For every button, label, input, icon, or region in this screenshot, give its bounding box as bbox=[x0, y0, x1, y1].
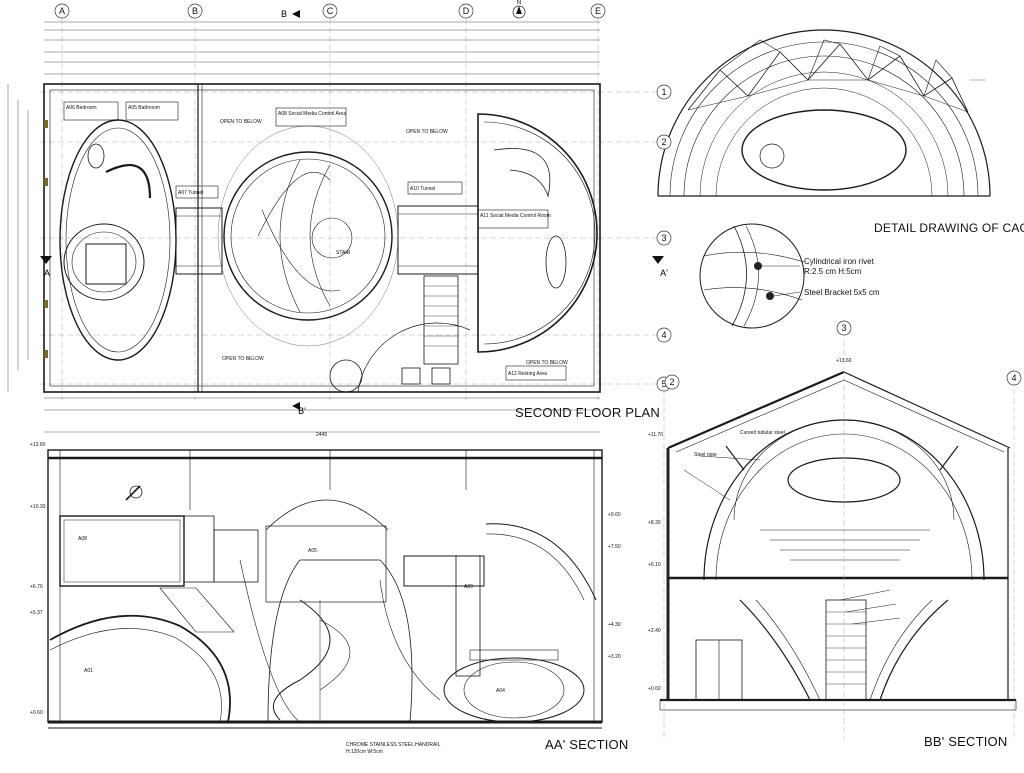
grid-letter-d: D bbox=[463, 6, 470, 16]
plan-room-labels: A06 Bedroom A05 Bathroom A08 Social Medi… bbox=[66, 105, 568, 438]
bb-level-1: +13.60 bbox=[836, 358, 852, 364]
north-label: N bbox=[517, 0, 521, 6]
grid-letter-c: C bbox=[327, 6, 334, 16]
room-label-control-room: A11 Social Media Control Room bbox=[480, 213, 551, 219]
room-label-social-media-area: A08 Social Media Control Area bbox=[278, 111, 346, 117]
cage-detail-title: DETAIL DRAWING OF CAGE bbox=[874, 221, 1024, 235]
grid-number-3: 3 bbox=[661, 233, 666, 243]
bb-section-title: BB' SECTION bbox=[924, 734, 1008, 749]
room-label-tunnel-left: A07 Tunnel bbox=[178, 190, 203, 196]
aa-space-a01: A01 bbox=[84, 668, 93, 674]
aa-space-a09: A09 bbox=[464, 584, 473, 590]
aa-level-5: +0.60 bbox=[30, 710, 43, 716]
aa-level-r3: +4.30 bbox=[608, 622, 621, 628]
grid-letter-a: A bbox=[59, 6, 65, 16]
open-to-below-4: OPEN TO BELOW bbox=[526, 360, 568, 366]
aa-space-a08: A08 bbox=[78, 536, 87, 542]
cage-detail-drawing bbox=[657, 29, 991, 329]
second-floor-plan bbox=[7, 5, 664, 433]
open-to-below-2: OPEN TO BELOW bbox=[406, 129, 448, 135]
aa-space-a04: A04 bbox=[496, 688, 505, 694]
bb-level-4: +5.10 bbox=[648, 562, 661, 568]
grid-letter-b: B bbox=[192, 6, 198, 16]
grid-number-4: 4 bbox=[661, 330, 666, 340]
cage-labels: Cylindrical iron rivet R:2.5 cm H:5cm St… bbox=[804, 257, 880, 297]
aa-level-2: +10.30 bbox=[30, 504, 46, 510]
aa-space-a05: A05 bbox=[308, 548, 317, 554]
open-to-below-1: OPEN TO BELOW bbox=[220, 119, 262, 125]
bb-note-steel-rope: Steel rope bbox=[694, 452, 717, 458]
plan-grid-letters: A B C D E bbox=[54, 3, 606, 19]
rivet-label-2: R:2.5 cm H:5cm bbox=[804, 267, 862, 276]
section-mark-b: B bbox=[281, 9, 287, 19]
open-to-below-3: OPEN TO BELOW bbox=[222, 356, 264, 362]
grid-number-1: 1 bbox=[661, 87, 666, 97]
aa-level-r1: +9.60 bbox=[608, 512, 621, 518]
aa-level-3: +6.70 bbox=[30, 584, 43, 590]
bb-level-2: +11.70 bbox=[648, 432, 663, 438]
section-mark-b-prime: B' bbox=[298, 406, 306, 416]
grid-number-5: 5 bbox=[661, 379, 666, 389]
bb-grid-2: 2 bbox=[669, 377, 674, 387]
bb-level-3: +8.30 bbox=[648, 520, 661, 526]
plan-grid-numbers: 1 2 3 4 5 bbox=[656, 84, 672, 392]
aa-level-r2: +7.50 bbox=[608, 544, 621, 550]
bb-labels: 2 3 4 +13.60 +11.70 +8.30 +5.10 +2.40 +0… bbox=[648, 320, 1022, 692]
bb-note-tubular-steel: Curved tubular steel bbox=[740, 430, 785, 436]
room-label-bathroom: A05 Bathroom bbox=[128, 105, 160, 111]
room-label-resting-area: A12 Resting Area bbox=[508, 371, 547, 377]
bottom-dimension: 2445 bbox=[316, 432, 327, 438]
bb-grid-3: 3 bbox=[841, 323, 846, 333]
bracket-label: Steel Bracket 5x5 cm bbox=[804, 288, 880, 297]
room-label-bedroom: A06 Bedroom bbox=[66, 105, 97, 111]
bb-grid-4: 4 bbox=[1011, 373, 1016, 383]
aa-section-title: AA' SECTION bbox=[545, 737, 629, 752]
aa-level-r4: +3.20 bbox=[608, 654, 621, 660]
handrail-label-1: CHROME STAINLESS STEEL HANDRAIL bbox=[346, 742, 441, 748]
aa-level-1: +13.60 bbox=[30, 442, 46, 448]
grid-letter-e: E bbox=[595, 6, 601, 16]
stair-label: STAIR bbox=[336, 250, 351, 256]
aa-section bbox=[47, 449, 603, 729]
room-label-tunnel-right: A10 Tunnel bbox=[410, 186, 435, 192]
aa-levels: +13.60 +10.30 +6.70 +5.37 +0.60 +9.60 +7… bbox=[30, 442, 621, 755]
bb-level-6: +0.60 bbox=[648, 686, 661, 692]
section-mark-a-prime: A' bbox=[660, 268, 668, 278]
handrail-label-2: H:120cm W:5cm bbox=[346, 749, 383, 755]
second-floor-plan-title: SECOND FLOOR PLAN bbox=[515, 405, 660, 420]
bb-section bbox=[659, 340, 1017, 740]
aa-level-4: +5.37 bbox=[30, 610, 43, 616]
grid-number-2: 2 bbox=[661, 137, 666, 147]
rivet-label-1: Cylindrical iron rivet bbox=[804, 257, 875, 266]
bb-level-5: +2.40 bbox=[648, 628, 661, 634]
section-mark-a: A bbox=[44, 268, 50, 278]
